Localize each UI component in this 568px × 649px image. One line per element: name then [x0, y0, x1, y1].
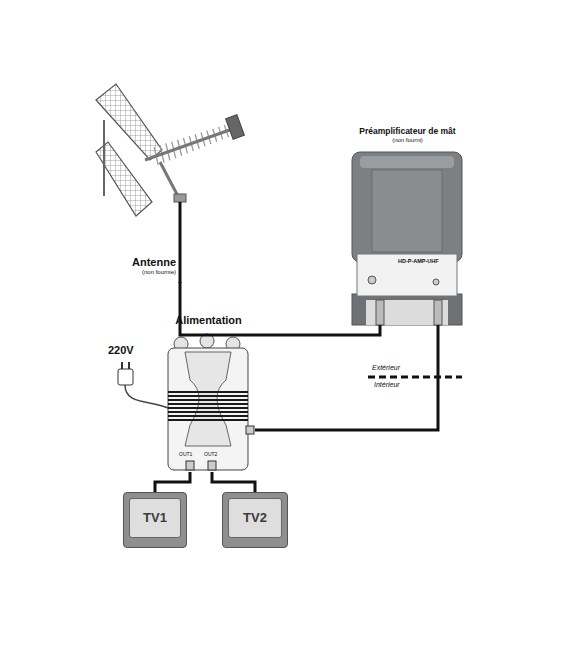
cooling-fin [168, 403, 248, 405]
coax-cable [212, 472, 255, 492]
cooling-fin [168, 415, 248, 417]
coax-cable [155, 472, 190, 492]
plug-prong [128, 362, 130, 369]
cooling-fin [168, 407, 248, 409]
reflector-bar [103, 120, 105, 196]
cooling-fins [168, 392, 248, 420]
model-label: HD-P-AMP-UHF [398, 258, 439, 264]
node-subtitle: (non fournie) [96, 269, 176, 276]
f-connector [376, 300, 384, 325]
antenna-node: Antenne(non fournie) [92, 82, 276, 282]
antenna-boom [145, 127, 238, 160]
f-connector [246, 426, 254, 434]
preamp-node: Préamplificateur de mât(non fourni) [345, 125, 470, 325]
cooling-fin [168, 391, 248, 393]
mains-plug [118, 369, 133, 385]
coax-cable [255, 325, 438, 430]
preamp-front [357, 254, 457, 296]
boom-cap [226, 115, 245, 140]
connector-mark [433, 279, 439, 285]
text-wrap: Préamplificateur de mât(non fourni) [343, 127, 472, 144]
power-supply-drawing [118, 334, 254, 470]
cooling-fin [168, 399, 248, 401]
node-subtitle: (non fourni) [343, 137, 472, 144]
antenna-drawing [96, 84, 244, 283]
text-wrap: Antenne(non fournie) [96, 256, 176, 276]
skirt-opening [366, 300, 448, 325]
cooling-fin [168, 419, 248, 421]
housing-skirt [352, 294, 462, 325]
cooling-fin [168, 411, 248, 413]
tv-node: TV2 [222, 492, 288, 548]
voltage-label: 220V [108, 344, 134, 356]
zone-label: Intérieur [374, 381, 400, 389]
cooling-fin [168, 395, 248, 397]
mast-bracket [174, 194, 186, 202]
psu-housing [168, 348, 248, 470]
zone-label: Extérieur [372, 364, 400, 372]
housing-panel [372, 170, 442, 252]
tv-node: TV1 [123, 492, 187, 548]
node-title: TV1 [143, 511, 167, 526]
port-label: OUT1 [179, 452, 192, 458]
coax-cable [180, 282, 380, 335]
node-title: Antenne [96, 256, 176, 269]
preamp-drawing [352, 152, 462, 325]
f-connector [208, 461, 216, 470]
text-wrap: TV1 [129, 498, 181, 538]
node-title: Alimentation [160, 314, 257, 327]
housing-ridge [360, 156, 454, 168]
port-label: OUT2 [204, 452, 217, 458]
f-connector [186, 461, 194, 470]
node-title: TV2 [243, 511, 267, 526]
mains-cable [125, 385, 168, 408]
text-wrap: TV2 [228, 498, 282, 538]
directors [154, 123, 234, 165]
mast-cable [179, 202, 182, 283]
node-title: Préamplificateur de mât [343, 127, 472, 137]
f-connector [434, 300, 442, 325]
divider-line [368, 376, 462, 379]
power-supply-node: Alimentation [162, 314, 255, 472]
gain-dial [368, 276, 376, 284]
plug-prong [121, 362, 123, 369]
text-wrap: Alimentation [160, 314, 257, 327]
preamp-housing [352, 152, 462, 262]
